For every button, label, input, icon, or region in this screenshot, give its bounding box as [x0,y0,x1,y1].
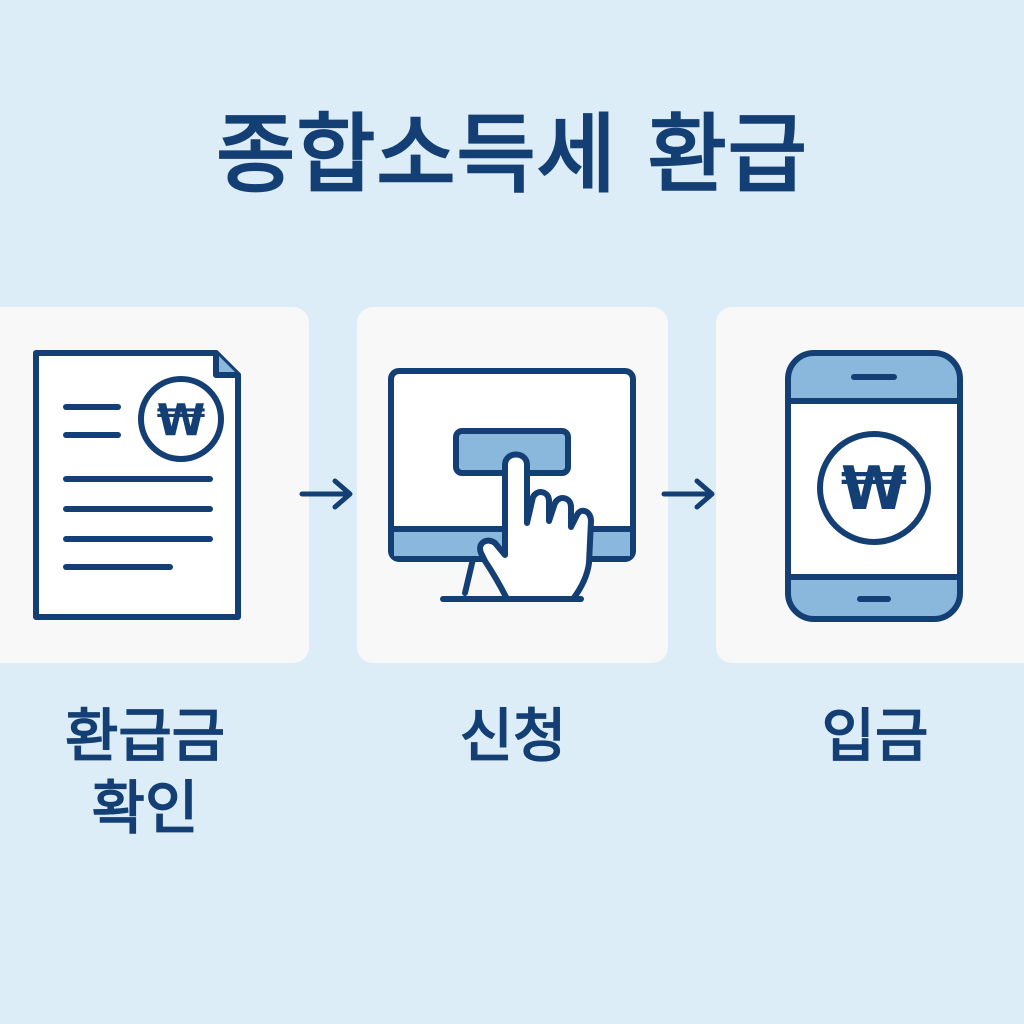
step-label-apply: 신청 [459,702,567,770]
step-card-apply [357,307,668,663]
page-title: 종합소득세 환급 [216,105,808,205]
step-label-refund-check: 환급금 확인 [64,702,226,842]
document-won-icon: ₩ [33,350,241,620]
won-symbol: ₩ [157,395,206,446]
monitor-click-icon [388,368,636,602]
phone-won-icon: ₩ [785,350,963,622]
step-card-refund-check: ₩ [0,307,309,663]
step-card-deposit: ₩ [716,307,1024,663]
won-symbol: ₩ [841,454,907,524]
step-label-deposit: 입금 [821,702,929,770]
arrow-right-icon [299,478,357,514]
arrow-right-icon [661,478,719,514]
